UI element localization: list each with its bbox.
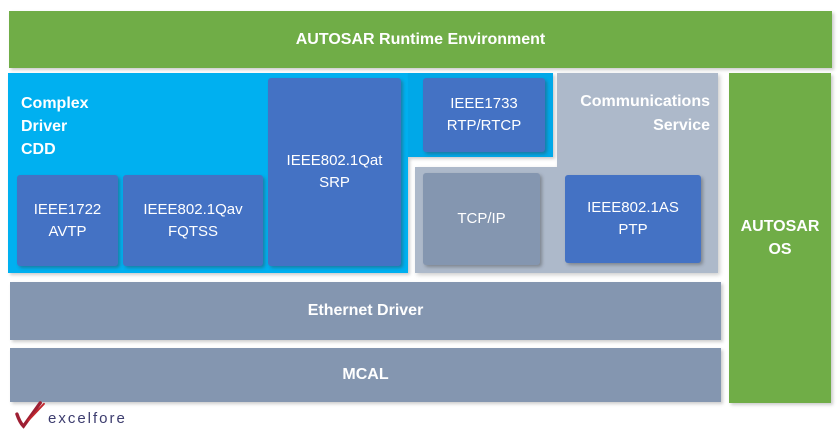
box-label-line: IEEE802.1Qav	[143, 200, 243, 218]
rte-bar: AUTOSAR Runtime Environment	[9, 11, 832, 68]
box-label-line: PTP	[618, 221, 648, 238]
os-label-line: OS	[768, 241, 792, 258]
excelfore-wordmark: excelfore	[48, 410, 127, 427]
box-tcp-ip: TCP/IP	[423, 173, 540, 265]
comm-title-line: Communications	[580, 93, 710, 110]
box-label-line: RTP/RTCP	[446, 117, 522, 134]
box-ieee1722-avtp: IEEE1722 AVTP	[17, 175, 118, 266]
excelfore-checkmark-icon	[15, 401, 45, 429]
box-label-line: FQTSS	[167, 222, 218, 240]
comm-title-line: Service	[653, 117, 710, 134]
cdd-title-line: CDD	[21, 141, 56, 158]
box-label-line: IEEE1733	[450, 95, 518, 112]
rte-label: AUTOSAR Runtime Environment	[295, 30, 546, 48]
mcal-bar: MCAL	[10, 348, 721, 402]
box-label-line: IEEE1722	[33, 200, 102, 218]
autosar-os-bar: AUTOSAR OS	[729, 73, 831, 403]
box-label-line: AVTP	[48, 222, 87, 240]
excelfore-logo: excelfore	[14, 401, 127, 429]
cdd-title-line: Complex	[21, 95, 89, 112]
box-label-line: TCP/IP	[457, 210, 506, 227]
box-ieee8021as-ptp: IEEE802.1AS PTP	[565, 175, 701, 263]
box-ieee1733-rtp-rtcp: IEEE1733 RTP/RTCP	[423, 78, 545, 152]
box-ieee8021qav-fqtss: IEEE802.1Qav FQTSS	[123, 175, 263, 266]
box-label-line: SRP	[319, 174, 350, 191]
comm-service-title: Communications Service	[580, 90, 710, 138]
box-ieee8021qat-srp: IEEE802.1Qat SRP	[268, 78, 401, 266]
mcal-label: MCAL	[342, 366, 389, 383]
ethernet-driver-label: Ethernet Driver	[307, 302, 424, 319]
cdd-title-line: Driver	[21, 118, 68, 135]
box-label-line: IEEE802.1Qat	[286, 152, 383, 169]
os-label-line: AUTOSAR	[740, 218, 820, 235]
cdd-title: Complex Driver CDD	[21, 92, 89, 161]
box-label-line: IEEE802.1AS	[587, 199, 679, 216]
ethernet-driver-bar: Ethernet Driver	[10, 282, 721, 340]
